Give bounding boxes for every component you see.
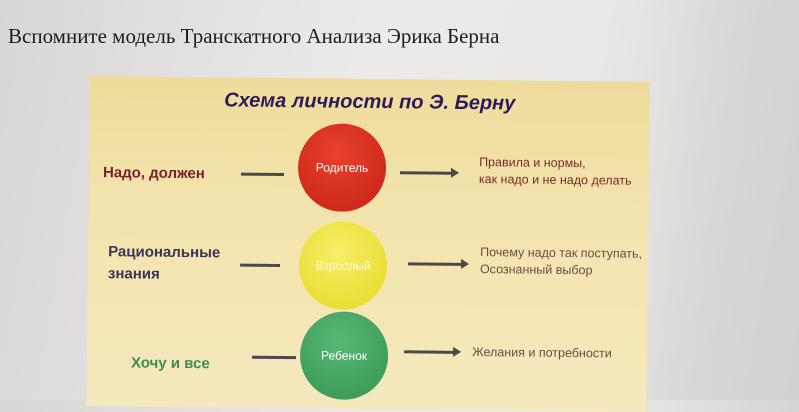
connector-line-parent (240, 172, 284, 177)
diagram-title: Схема личности по Э. Берну (224, 89, 516, 115)
left-label-adult-line-2: знания (107, 265, 160, 283)
arrow-parent (399, 171, 453, 175)
left-label-child: Хочу и все (130, 354, 210, 373)
right-text-parent: Правила и нормы, как надо и не надо дела… (479, 154, 632, 190)
arrow-child (404, 350, 455, 354)
left-label-parent: Надо, должен (102, 164, 205, 183)
right-text-parent-line-1: Правила и нормы, (479, 155, 586, 171)
adult-circle: Взрослый (298, 221, 388, 311)
parent-circle: Родитель (297, 123, 387, 213)
slide-title: Вспомните модель Транскатного Анализа Эр… (8, 24, 500, 48)
arrow-adult (408, 262, 463, 266)
child-circle-label: Ребенок (321, 348, 368, 363)
screen-glare (649, 0, 799, 400)
right-text-parent-line-2: как надо и не надо делать (478, 172, 632, 188)
connector-line-child (252, 355, 297, 360)
connector-line-adult (240, 263, 281, 268)
diagram-panel: Схема личности по Э. Берну Надо, должен … (86, 76, 650, 412)
adult-circle-label: Взрослый (315, 258, 371, 273)
right-text-child: Желания и потребности (472, 344, 612, 362)
right-text-child-line-1: Желания и потребности (472, 345, 612, 361)
child-circle: Ребенок (299, 311, 389, 401)
left-label-adult: Рациональные знания (108, 241, 221, 286)
right-text-adult-line-2: Осознанный выбор (479, 262, 593, 278)
right-text-adult-line-1: Почему надо так поступать, (480, 245, 643, 261)
left-label-adult-line-1: Рациональные (108, 243, 221, 262)
right-text-adult: Почему надо так поступать, Осознанный вы… (480, 244, 642, 280)
parent-circle-label: Родитель (315, 160, 369, 175)
